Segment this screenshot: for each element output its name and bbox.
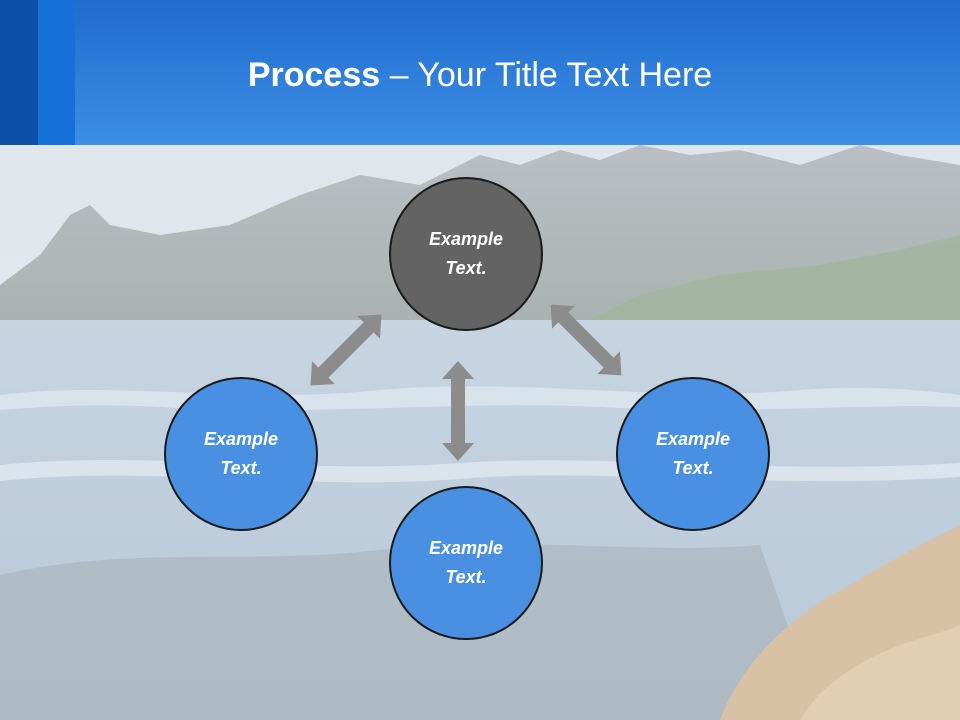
double-arrow-center-left bbox=[305, 314, 382, 386]
process-node-bottom-label: Example Text. bbox=[428, 538, 504, 587]
slide-title-rest: – Your Title Text Here bbox=[380, 56, 713, 94]
process-node-left: Example Text. bbox=[164, 377, 318, 531]
process-node-center: Example Text. bbox=[389, 177, 543, 331]
process-node-bottom: Example Text. bbox=[389, 486, 543, 640]
process-node-left-label: Example Text. bbox=[203, 429, 279, 478]
title-bar: Process – Your Title Text Here bbox=[0, 0, 960, 145]
process-node-right-label: Example Text. bbox=[655, 429, 731, 478]
slide-title: Process – Your Title Text Here bbox=[0, 52, 960, 98]
title-bar-accent-dark bbox=[0, 0, 38, 145]
double-arrow-center-bottom bbox=[442, 361, 474, 461]
process-node-right: Example Text. bbox=[616, 377, 770, 531]
slide-title-bold: Process bbox=[247, 56, 381, 94]
double-arrow-center-right bbox=[550, 304, 622, 376]
title-bar-accent-light bbox=[38, 0, 75, 145]
process-node-center-label: Example Text. bbox=[428, 229, 504, 278]
